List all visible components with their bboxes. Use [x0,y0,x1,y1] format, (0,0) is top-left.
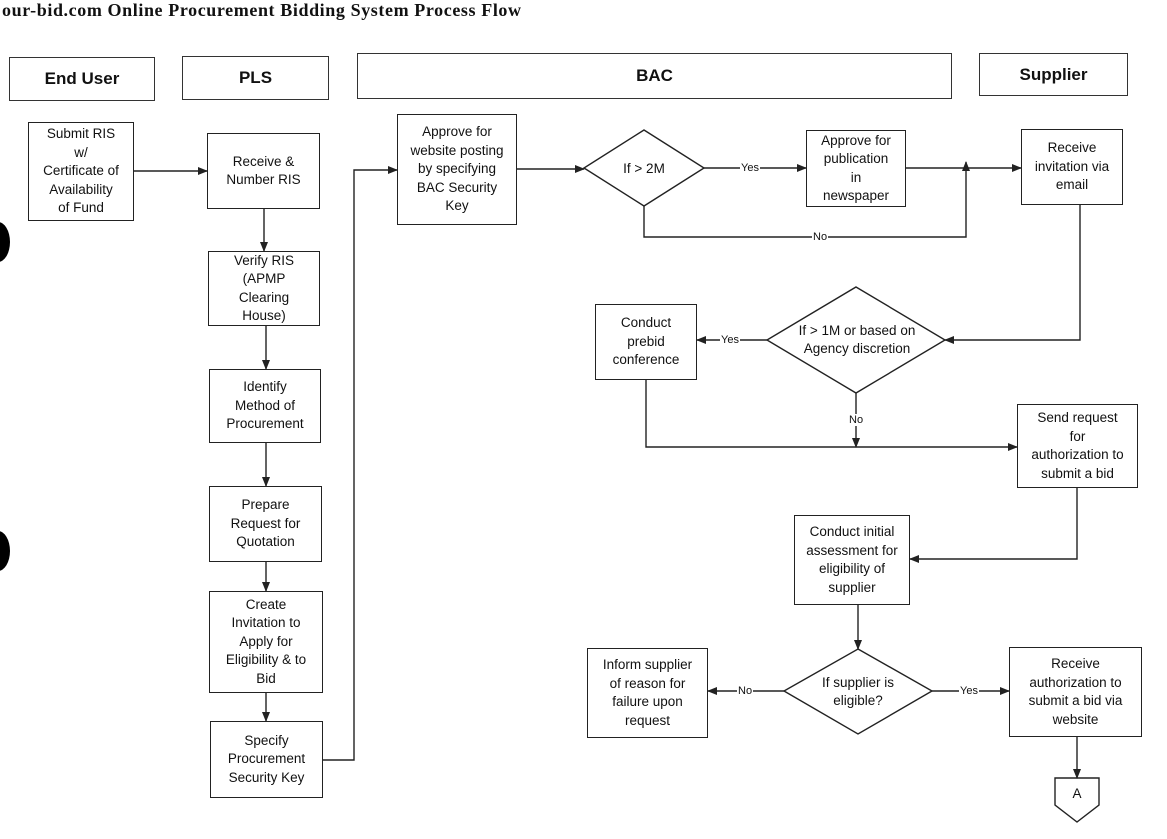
node-receive-number-ris-text: Receive & Number RIS [226,153,301,188]
lane-pls: PLS [182,56,329,100]
lane-bac-label: BAC [636,66,673,85]
node-send-request-text: Send request for authorization to submit… [1031,410,1124,481]
node-initial-assessment-text: Conduct initial assessment for eligibili… [806,524,898,595]
node-receive-number-ris: Receive & Number RIS [207,133,320,209]
lane-pls-label: PLS [238,68,273,87]
node-submit-ris-text: Submit RIS w/ Certificate of Availabilit… [43,126,119,216]
node-prepare-rfq: Prepare Request for Quotation [209,486,322,562]
node-receive-authorization-text: Receive authorization to submit a bid vi… [1028,656,1123,727]
node-specify-key: Specify Procurement Security Key [210,721,323,798]
binder-hole-top [0,222,10,262]
node-submit-ris: Submit RIS w/ Certificate of Availabilit… [28,122,134,221]
node-approve-posting-text: Approve for website posting by specifyin… [410,124,504,214]
node-inform-supplier: Inform supplier of reason for failure up… [587,648,708,738]
node-approve-publication: Approve for publication in newspaper [806,130,906,207]
node-receive-invitation-text: Receive invitation via email [1034,140,1110,193]
edge-label-no-1m: No [848,414,865,426]
node-prepare-rfq-text: Prepare Request for Quotation [230,497,301,550]
binder-hole-bottom [0,531,10,571]
node-identify-method-text: Identify Method of Procurement [226,379,304,432]
page-title: our-bid.com Online Procurement Bidding S… [2,0,522,20]
edge-label-yes-2m: Yes [740,162,760,174]
node-connector-a-text: A [1072,786,1082,801]
node-identify-method: Identify Method of Procurement [209,369,321,443]
lane-supplier: Supplier [979,53,1128,96]
node-approve-publication-text: Approve for publication in newspaper [821,132,891,204]
node-initial-assessment: Conduct initial assessment for eligibili… [794,515,910,605]
node-create-invitation-text: Create Invitation to Apply for Eligibili… [225,596,307,686]
node-create-invitation: Create Invitation to Apply for Eligibili… [209,591,323,693]
node-specify-key-text: Specify Procurement Security Key [227,732,306,785]
node-verify-ris-text: Verify RIS (APMP Clearing House) [233,252,295,324]
node-decision-2m-text: If > 2M [623,161,665,176]
node-conduct-prebid: Conduct prebid conference [595,304,697,380]
edge-label-no-2m: No [812,231,829,243]
lane-supplier-label: Supplier [1019,64,1088,84]
connector-a-shape [1054,777,1100,823]
node-send-request: Send request for authorization to submit… [1017,404,1138,488]
edge-label-yes-eligible: Yes [959,685,979,697]
node-decision-1m-text: If > 1M or based on Agency discretion [798,323,916,356]
node-approve-posting: Approve for website posting by specifyin… [397,114,517,225]
edge-label-yes-1m: Yes [720,334,740,346]
node-conduct-prebid-text: Conduct prebid conference [612,315,680,368]
lane-end-user-label: End User [44,69,120,88]
node-inform-supplier-text: Inform supplier of reason for failure up… [602,657,693,728]
decision-eligible-shape [782,648,934,735]
edge-label-no-eligible: No [737,685,754,697]
node-receive-invitation: Receive invitation via email [1021,129,1123,205]
node-verify-ris: Verify RIS (APMP Clearing House) [208,251,320,326]
node-receive-authorization: Receive authorization to submit a bid vi… [1009,647,1142,737]
lane-end-user: End User [9,57,155,101]
node-decision-eligible-text: If supplier is eligible? [821,675,895,708]
lane-bac: BAC [357,53,952,99]
